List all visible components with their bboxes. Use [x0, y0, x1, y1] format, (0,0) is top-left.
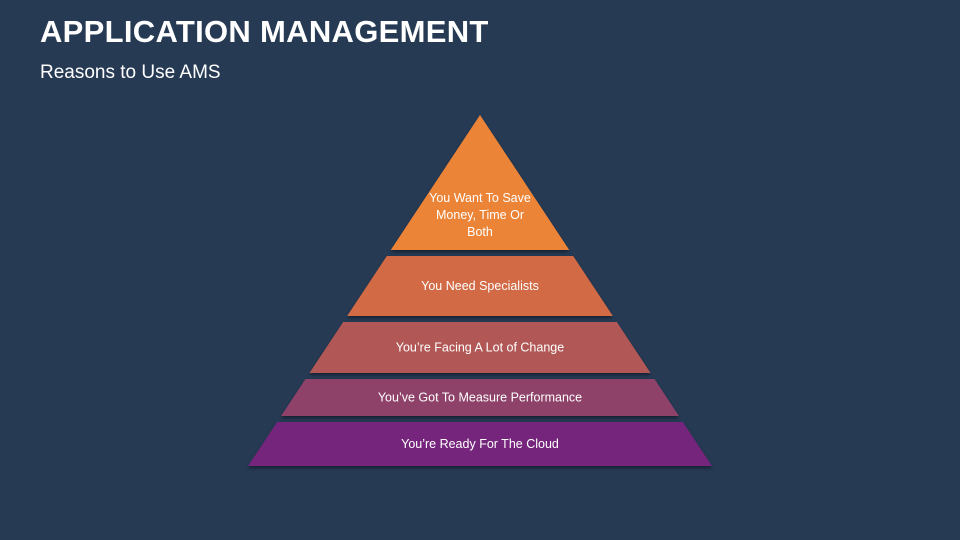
pyramid-tier-2: You Need Specialists — [347, 256, 613, 316]
pyramid-tier-shape — [390, 115, 570, 250]
pyramid-tier-3: You’re Facing A Lot of Change — [309, 322, 651, 373]
pyramid-tier-shape — [281, 379, 679, 416]
pyramid-tier-5: You’re Ready For The Cloud — [248, 422, 712, 466]
pyramid-tier-label: You’re Facing A Lot of Change — [396, 341, 564, 355]
pyramid-tier-label: You’re Ready For The Cloud — [401, 437, 559, 451]
pyramid-tier-label: You’ve Got To Measure Performance — [378, 391, 582, 405]
pyramid-tier-label: Both — [467, 225, 493, 239]
pyramid-tier-shape — [248, 422, 712, 466]
pyramid-tier-label: You Want To Save — [429, 191, 531, 205]
pyramid-tier-label: Money, Time Or — [436, 208, 524, 222]
pyramid-tier-label: You Need Specialists — [421, 279, 539, 293]
slide-subtitle: Reasons to Use AMS — [40, 62, 221, 83]
pyramid-tier-4: You’ve Got To Measure Performance — [281, 379, 679, 416]
pyramid-tier-shape — [347, 256, 613, 316]
slide-title: APPLICATION MANAGEMENT — [40, 14, 489, 49]
pyramid-tier-shape — [309, 322, 651, 373]
